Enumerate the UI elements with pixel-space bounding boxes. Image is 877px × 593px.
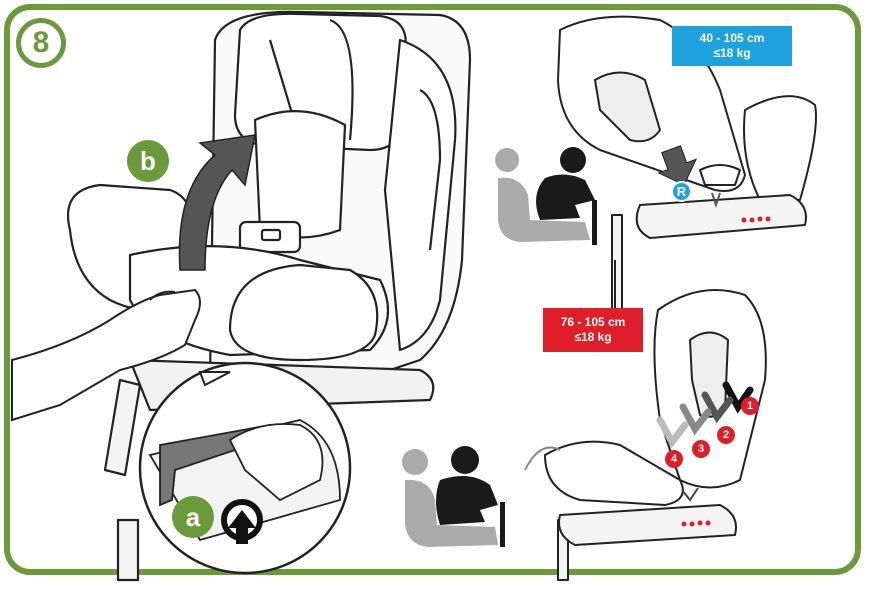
- rear-child-icon: [495, 147, 597, 245]
- main-car-seat-drawing: [66, 10, 472, 582]
- recline-position-3: 3: [692, 440, 710, 458]
- detail-zoom-circle: [138, 361, 352, 575]
- rear-facing-size-label: 40 - 105 cm ≤18 kg: [672, 26, 792, 66]
- recline-arrow-icon: [656, 381, 754, 449]
- recline-position-4: 4: [665, 450, 683, 468]
- press-down-arrow-icon: [657, 145, 698, 186]
- forward-height-range: 76 - 105 cm: [560, 315, 626, 329]
- rear-weight-limit: ≤18 kg: [713, 46, 751, 60]
- forward-recline-dots: [681, 520, 711, 527]
- recline-position-1: 1: [741, 397, 759, 415]
- forward-facing-size-label: 76 - 105 cm ≤18 kg: [543, 308, 643, 352]
- forward-weight-limit: ≤18 kg: [574, 330, 612, 344]
- hand-drawing: [11, 288, 201, 422]
- rear-height-range: 40 - 105 cm: [699, 31, 765, 45]
- recline-position-2: 2: [717, 426, 735, 444]
- forward-child-icon: [402, 446, 505, 547]
- forward-facing-seat-drawing: [524, 289, 767, 581]
- press-button-icon: [221, 499, 263, 544]
- rear-recline-dots: [741, 216, 771, 223]
- callout-b-bubble: b: [127, 140, 169, 182]
- rearward-r-badge: R: [671, 181, 692, 202]
- callout-a-bubble: a: [172, 496, 214, 538]
- lift-arrow-icon: [178, 134, 256, 271]
- step-number-badge: 8: [16, 18, 66, 68]
